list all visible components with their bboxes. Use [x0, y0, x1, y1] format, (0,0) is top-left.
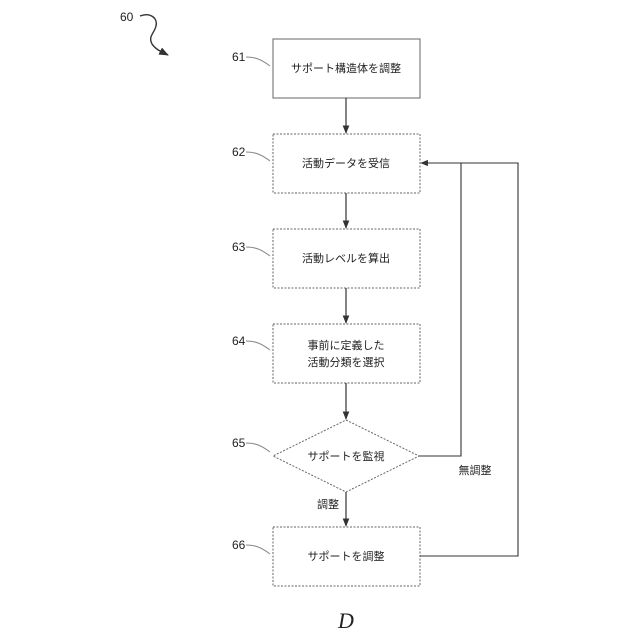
- step-64-label-line1: 事前に定義した: [308, 338, 385, 352]
- step-62-leader: [246, 152, 270, 161]
- step-65-ref: 65: [232, 436, 246, 450]
- step-66-ref: 66: [232, 538, 246, 552]
- step-64-box: [273, 324, 420, 383]
- edge-label-no-adjust: 無調整: [459, 463, 492, 477]
- step-65-label: サポートを監視: [308, 449, 385, 463]
- edge-label-adjust: 調整: [317, 497, 339, 511]
- step-66-leader: [246, 545, 270, 554]
- step-64: 事前に定義した 活動分類を選択 64: [232, 324, 420, 383]
- step-64-ref: 64: [232, 334, 246, 348]
- step-63-label: 活動レベルを算出: [302, 251, 390, 265]
- figure-ref-squiggle: [140, 15, 168, 55]
- step-66: サポートを調整 66: [232, 527, 420, 586]
- step-63: 活動レベルを算出 63: [232, 229, 420, 288]
- step-64-leader: [246, 341, 270, 350]
- step-64-label-line2: 活動分類を選択: [308, 355, 385, 369]
- step-62: 活動データを受信 62: [232, 134, 420, 193]
- step-65: サポートを監視 65: [232, 420, 419, 492]
- arrow-66-to-62: [420, 163, 518, 556]
- step-61-label: サポート構造体を調整: [291, 61, 401, 75]
- step-66-label: サポートを調整: [308, 549, 385, 563]
- step-65-leader: [246, 443, 270, 452]
- step-63-leader: [246, 247, 270, 256]
- step-61-ref: 61: [232, 50, 246, 64]
- figure-label: D: [337, 608, 354, 633]
- figure-ref-label: 60: [120, 10, 134, 24]
- step-61: サポート構造体を調整 61: [232, 39, 420, 98]
- step-63-ref: 63: [232, 240, 246, 254]
- arrow-65-no-adjust-to-62: [419, 163, 461, 456]
- step-62-label: 活動データを受信: [302, 156, 390, 170]
- step-61-leader: [246, 57, 270, 66]
- step-62-ref: 62: [232, 145, 246, 159]
